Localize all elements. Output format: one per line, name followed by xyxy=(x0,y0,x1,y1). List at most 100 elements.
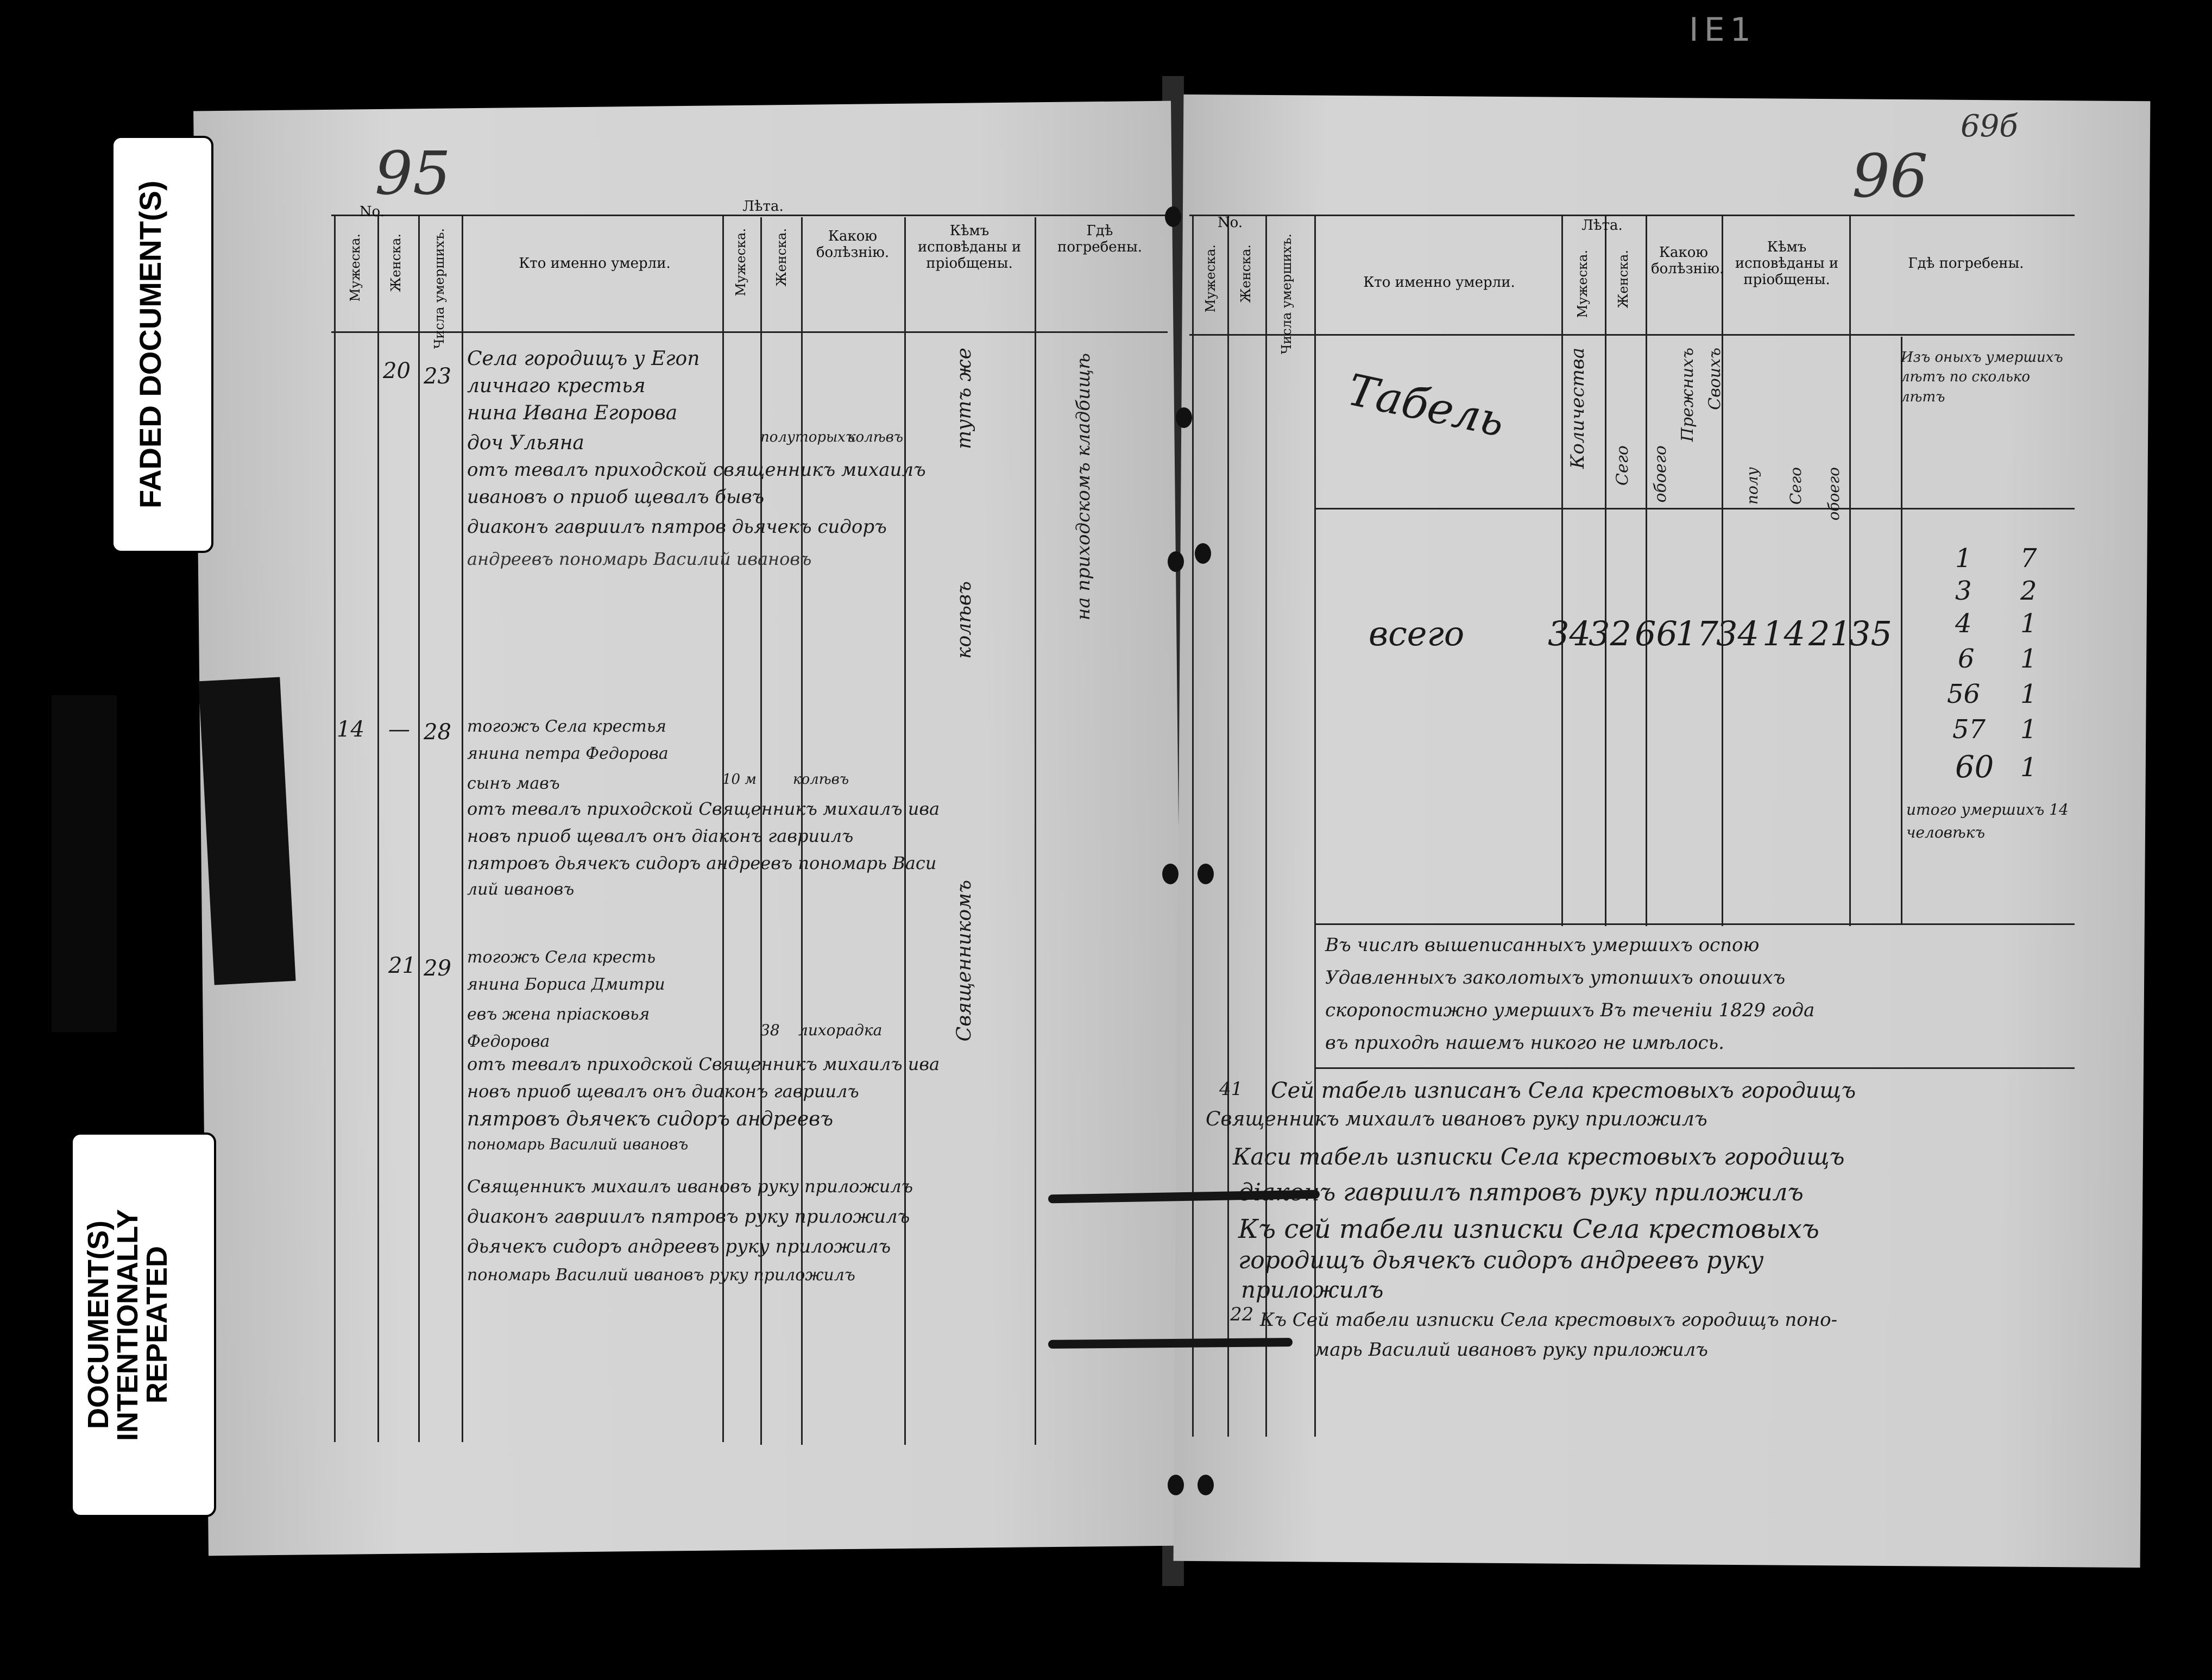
tabel-vertical-header: полу xyxy=(1743,467,1761,505)
age-row-count: 1 xyxy=(2020,644,2037,674)
right-hdr-years-female: Женска. xyxy=(1616,250,1631,309)
right-hdr-no: No. xyxy=(1217,215,1243,231)
age-row-count: 1 xyxy=(2020,714,2037,745)
right-subheader-line xyxy=(1314,508,2075,509)
repeated-documents-label: DOCUMENT(S) INTENTIONALLY REPEATED xyxy=(71,1132,216,1517)
left-col-line xyxy=(801,217,803,1445)
left-hdr-female: Женска. xyxy=(388,234,404,292)
left-col-line xyxy=(904,217,906,1445)
entry-line: пятровъ дьячекъ сидоръ андреевъ пономарь… xyxy=(467,853,937,873)
entry-line: новъ приоб щевалъ онъ діаконъ гавриилъ xyxy=(467,826,854,846)
note-line: Въ числѣ вышеписанныхъ умершихъ оспою xyxy=(1325,934,1760,956)
tabel-total-value: 14 xyxy=(1762,614,1805,653)
left-vertical-note: тутъ же xyxy=(953,348,975,449)
entry-date: 23 xyxy=(424,364,451,389)
age-column-title: Изъ оныхъ умершихъ лѣтъ по сколько лѣтъ xyxy=(1901,349,2063,405)
top-stamp: IE1 xyxy=(1689,11,1756,49)
signature-line: Каси табель изписки Села крестовыхъ горо… xyxy=(1233,1143,1845,1170)
entry-line: нина Ивана Егорова xyxy=(467,402,678,424)
left-vertical-note: Священникомъ xyxy=(953,880,975,1042)
right-header-top-line xyxy=(1189,215,2075,216)
entry-male-no: 14 xyxy=(337,717,364,742)
right-table-bottom-line xyxy=(1314,923,2075,925)
entry-age: полуторыхъ xyxy=(760,429,855,445)
signature-line: диаконъ гавриилъ пятровъ руку приложилъ xyxy=(467,1206,910,1228)
entry-line: янина петра Федорова xyxy=(467,744,669,763)
tabel-total-value: 21 xyxy=(1808,614,1851,653)
entry-age: 38 xyxy=(760,1021,780,1039)
margin-mark: 22 xyxy=(1230,1304,1254,1325)
right-col-line xyxy=(1265,215,1267,1437)
entry-line: пятровъ дьячекъ сидоръ андреевъ xyxy=(467,1108,834,1130)
punch-hole xyxy=(1162,864,1179,884)
entry-female-no: 21 xyxy=(388,953,416,978)
left-col-line xyxy=(377,215,379,1442)
left-vertical-note: на приходскомъ кладбищѣ xyxy=(1073,353,1094,621)
entry-disease: колѣвъ xyxy=(793,771,849,788)
right-hdr-who-died: Кто именно умерли. xyxy=(1363,274,1515,291)
repeated-documents-text: DOCUMENT(S) INTENTIONALLY REPEATED xyxy=(82,1146,203,1504)
binding-clip-shadow xyxy=(52,695,117,1032)
left-col-line xyxy=(334,215,336,1442)
right-hdr-female: Женска. xyxy=(1238,244,1253,303)
right-hdr-confessed: Кѣмъ исповѣданы и пріобщены. xyxy=(1735,239,1839,288)
entry-line: пономарь Василий ивановъ xyxy=(467,1135,689,1153)
age-row-age: 56 xyxy=(1947,679,1981,709)
entry-line: Федорова xyxy=(467,1032,550,1051)
signature-line: приложилъ xyxy=(1241,1276,1384,1303)
entry-female-no: 20 xyxy=(383,358,411,383)
left-hdr-male: Мужеска. xyxy=(348,234,363,302)
entry-line: сынъ мавъ xyxy=(467,774,560,793)
right-header-bottom-line xyxy=(1189,334,2075,336)
age-row-age: 3 xyxy=(1955,576,1972,606)
left-hdr-buried: Гдѣ погребены. xyxy=(1057,223,1142,255)
right-hdr-years-male: Мужеска. xyxy=(1575,250,1590,318)
entry-line: евъ жена пріасковья xyxy=(467,1005,650,1024)
folio-number-right: 96 xyxy=(1852,141,1928,211)
signature-line: марь Василий ивановъ руку приложилъ xyxy=(1314,1339,1708,1361)
entry-line: диаконъ гавриилъ пятров дьячекъ сидоръ xyxy=(467,516,887,538)
signature-line: дьячекъ сидоръ андреевъ руку приложилъ xyxy=(467,1236,891,1257)
right-col-line xyxy=(1901,337,1902,923)
folio-corner-number: 69б xyxy=(1961,109,2018,144)
tabel-vertical-header: обоего xyxy=(1651,445,1670,503)
punch-hole xyxy=(1195,543,1211,564)
tabel-total-value: 32 xyxy=(1589,614,1631,653)
faded-documents-label: FADED DOCUMENT(S) xyxy=(111,136,213,553)
left-header-top-line xyxy=(331,215,1168,216)
right-hdr-male: Мужеска. xyxy=(1203,244,1218,313)
age-row-age: 4 xyxy=(1955,608,1972,639)
signature-line: Сей табель изписанъ Села крестовыхъ горо… xyxy=(1271,1078,1856,1103)
punch-hole xyxy=(1176,407,1192,428)
entry-line: тогожъ Села крестья xyxy=(467,717,666,736)
right-hdr-years: Лѣта. xyxy=(1581,217,1623,234)
left-col-line xyxy=(722,215,724,1442)
entry-date: 29 xyxy=(424,956,451,981)
left-col-line xyxy=(1035,217,1036,1445)
left-col-line xyxy=(418,215,420,1442)
signature-line: пономарь Василий ивановъ руку приложилъ xyxy=(467,1266,855,1285)
age-row-count: 1 xyxy=(2020,679,2037,709)
signature-line: городищъ дьячекъ сидоръ андреевъ руку xyxy=(1238,1247,1764,1274)
signature-line: Къ сей табели изписки Села крестовыхъ xyxy=(1238,1214,1819,1244)
right-col-line xyxy=(1192,215,1194,1437)
left-hdr-years-male: Мужеска. xyxy=(733,228,748,297)
right-hdr-buried: Гдѣ погребены. xyxy=(1908,255,2024,272)
entry-line: лий ивановъ xyxy=(467,880,575,899)
punch-hole xyxy=(1198,864,1214,884)
tabel-vertical-header: Сего xyxy=(1613,445,1632,486)
note-line: въ приходѣ нашемъ никого не имѣлось. xyxy=(1325,1032,1724,1054)
repeated-documents-words: DOCUMENT(S) INTENTIONALLY REPEATED xyxy=(82,1209,173,1441)
tabel-vertical-header: Сего xyxy=(1787,467,1805,505)
left-hdr-confessed: Кѣмъ исповѣданы и пріобщены. xyxy=(917,223,1022,272)
age-row-count: 2 xyxy=(2020,576,2037,606)
tabel-total-value: 34 xyxy=(1548,614,1591,653)
right-hdr-disease: Какою болѣзнію. xyxy=(1651,244,1724,277)
age-row-count: 7 xyxy=(2020,543,2037,574)
left-hdr-years-female: Женска. xyxy=(774,228,789,287)
age-row-age: 6 xyxy=(1958,644,1975,674)
left-hdr-years: Лѣта. xyxy=(742,198,784,215)
entry-disease: колѣвъ xyxy=(847,429,904,445)
entry-line: доч Ульяна xyxy=(467,432,584,454)
right-col-line xyxy=(1849,215,1851,926)
